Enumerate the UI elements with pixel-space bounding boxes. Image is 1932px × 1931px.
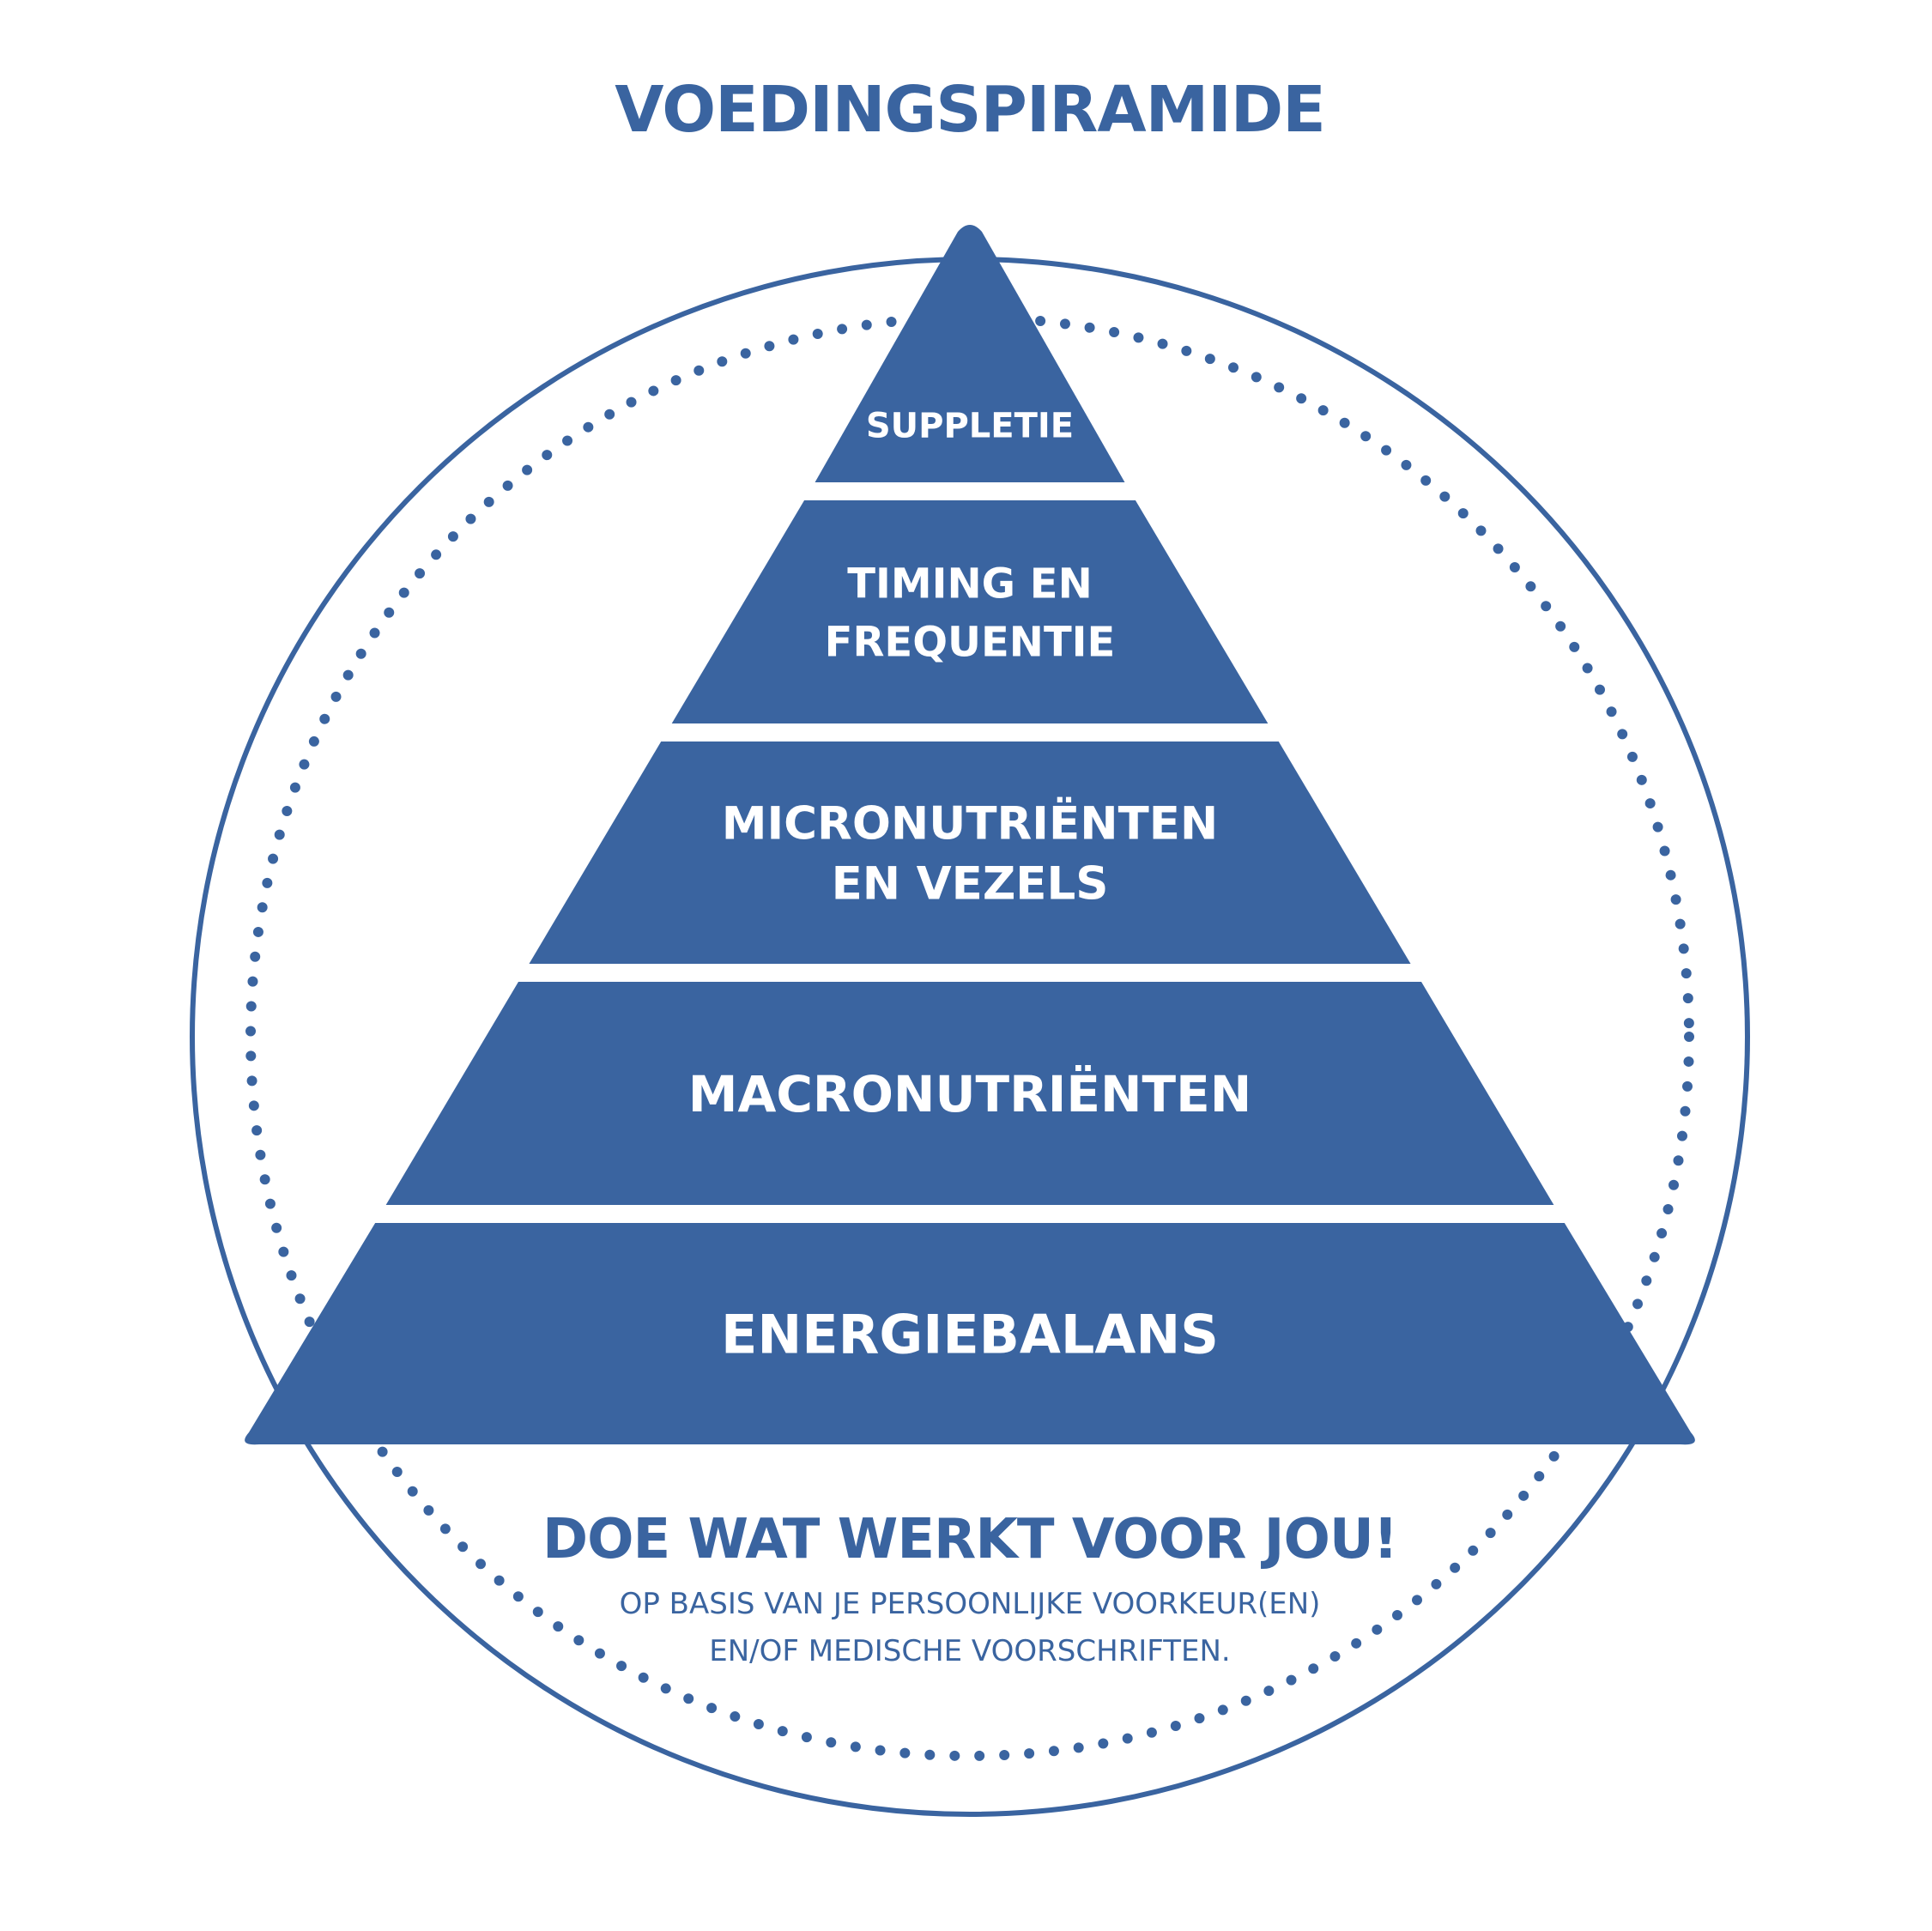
subtitle-line: OP BASIS VAN JE PERSOONLIJKE VOORKEUR(EN… <box>620 1587 1321 1621</box>
pyramid-tier <box>385 982 1554 1205</box>
pyramid-tier <box>671 500 1269 723</box>
tier-label: MACRONUTRIËNTEN <box>688 1064 1251 1123</box>
tier-label: EN VEZELS <box>832 858 1109 911</box>
tier-label: FREQUENTIE <box>825 618 1116 666</box>
pyramid-tiers: SUPPLETIE TIMING EN FREQUENTIE MICRONUTRIËN… <box>245 225 1695 1445</box>
subtitle-line: EN/OF MEDISCHE VOORSCHRIFTEN. <box>709 1634 1231 1668</box>
tier-label: TIMING EN <box>847 560 1092 608</box>
page-title: VOEDINGSPIRAMIDE <box>615 73 1325 147</box>
tier-label: ENERGIEBALANS <box>721 1303 1219 1365</box>
pyramid-tier <box>529 742 1411 964</box>
tier-label: SUPPLETIE <box>866 406 1074 445</box>
motto-text: DOE WAT WERKT VOOR JOU! <box>542 1508 1397 1571</box>
tier-label: MICRONUTRIËNTEN <box>722 796 1219 850</box>
pyramid-tier <box>815 225 1125 482</box>
pyramid-tier <box>245 1223 1695 1445</box>
